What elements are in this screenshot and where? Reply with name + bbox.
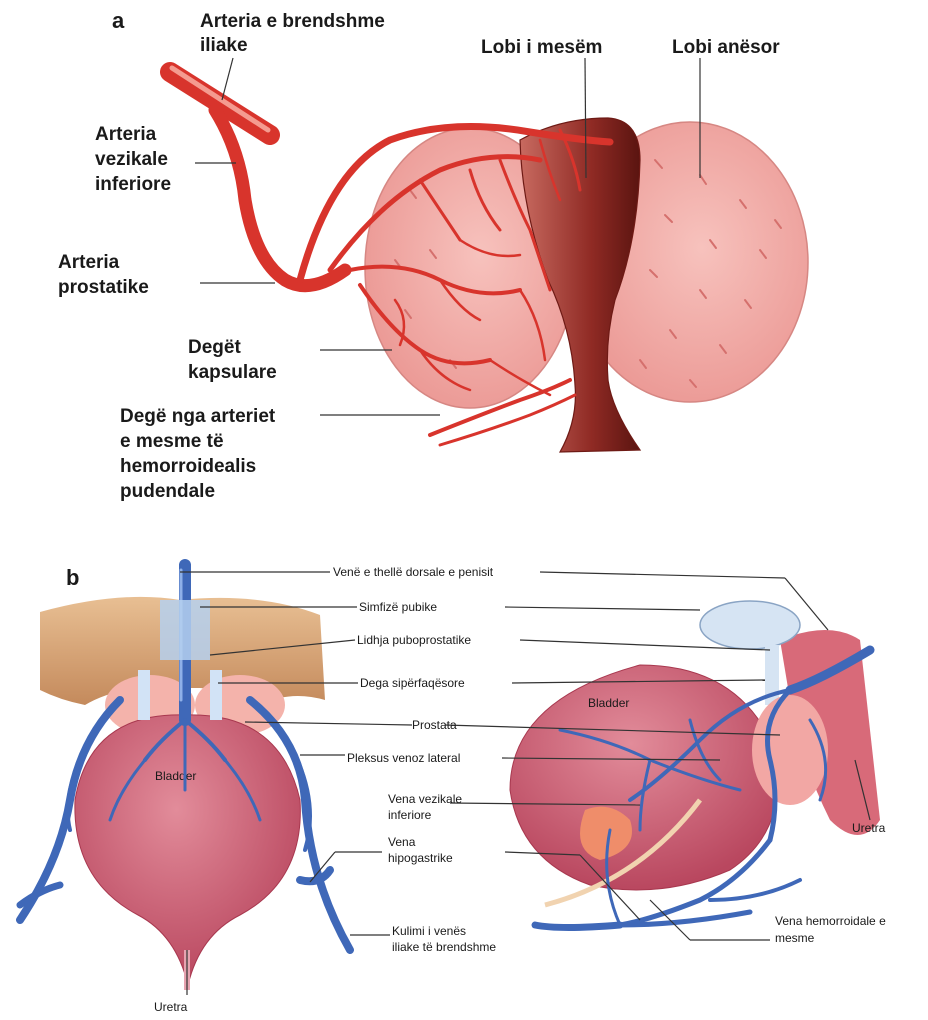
label-hypogastric-line1: Vena — [388, 835, 416, 849]
label-hemorrhoidal-line1: Vena hemorroidale e — [775, 914, 886, 928]
panel-b-letter: b — [66, 565, 79, 590]
label-rectal-line3: hemorroidealis — [120, 456, 256, 477]
label-capsular-line1: Degët — [188, 337, 241, 358]
label-internal-iliac-line1: Arteria e brendshme — [200, 11, 385, 32]
label-capsular-line2: kapsulare — [188, 362, 277, 383]
label-superficial-branch: Dega sipërfaqësore — [360, 676, 465, 690]
panel-a-letter: a — [112, 8, 125, 33]
label-vesical-vein-line2: inferiore — [388, 808, 432, 822]
label-urethra-left: Uretra — [154, 1000, 188, 1014]
label-puboprostatic: Lidhja puboprostatike — [357, 633, 471, 647]
label-urethra-right: Uretra — [852, 821, 886, 835]
label-internal-iliac-line2: iliake — [200, 35, 248, 56]
label-lateral-plexus: Pleksus venoz lateral — [347, 751, 460, 765]
label-rectal-line4: pudendale — [120, 481, 215, 502]
label-hemorrhoidal-line2: mesme — [775, 931, 815, 945]
label-prostate: Prostata — [412, 718, 457, 732]
label-hypogastric-line2: hipogastrike — [388, 851, 453, 865]
label-rectal-line2: e mesme të — [120, 431, 224, 452]
label-vesical-line2: vezikale — [95, 149, 168, 170]
bladder-left — [75, 715, 300, 985]
label-prostatic-line1: Arteria — [58, 252, 120, 273]
label-middle-lobe: Lobi i mesëm — [481, 37, 602, 58]
panel-b: b Bladder — [20, 565, 886, 1014]
label-vesical-vein-line1: Vena vezikale — [388, 792, 462, 806]
panel-a: a — [58, 8, 808, 502]
label-vesical-line1: Arteria — [95, 124, 157, 145]
label-prostatic-line2: prostatike — [58, 277, 149, 298]
bladder-right-label: Bladder — [588, 696, 629, 710]
label-vesical-line3: inferiore — [95, 174, 171, 195]
label-confluence-line1: Kulimi i venës — [392, 924, 466, 938]
pubic-symphysis — [700, 601, 800, 649]
prostate-right-view — [752, 695, 828, 805]
label-rectal-line1: Degë nga arteriet — [120, 406, 276, 427]
label-confluence-line2: iliake të brendshme — [392, 940, 496, 954]
bladder-left-label: Bladder — [155, 769, 196, 783]
label-lateral-lobe: Lobi anësor — [672, 37, 780, 58]
inferior-vesical-artery — [215, 110, 345, 286]
label-dorsal-vein: Venë e thellë dorsale e penisit — [333, 565, 494, 579]
label-symphysis: Simfizë pubike — [359, 600, 437, 614]
